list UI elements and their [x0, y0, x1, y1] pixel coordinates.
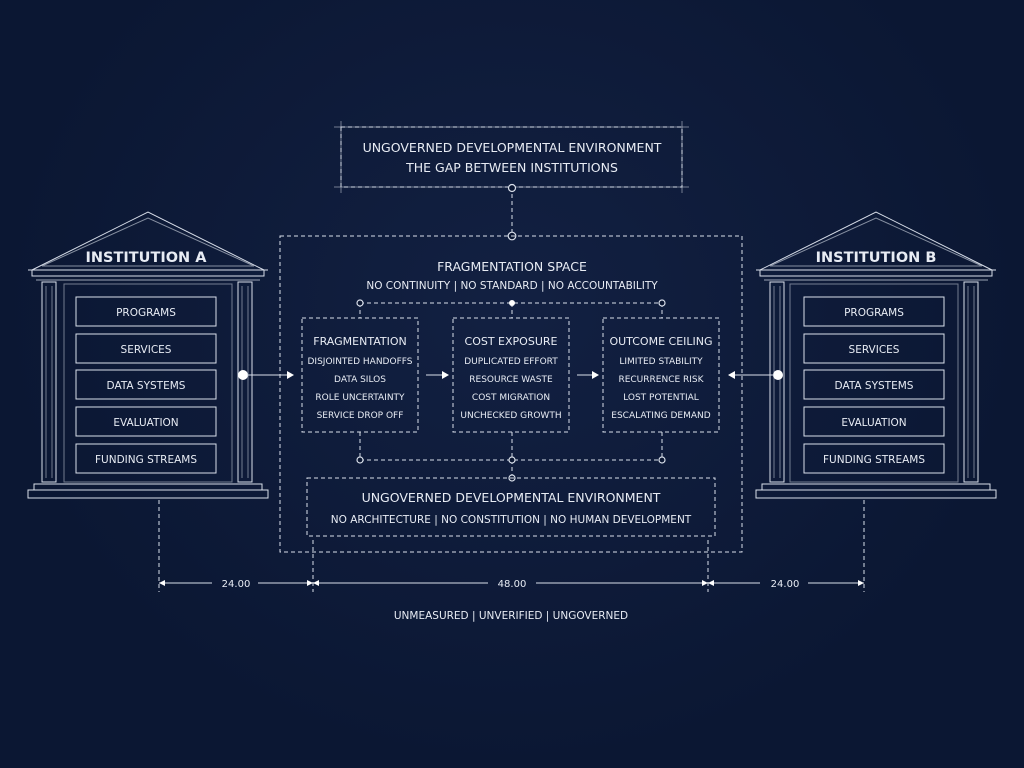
institution-a-item: EVALUATION — [113, 417, 178, 429]
institution-b-item: SERVICES — [849, 344, 900, 356]
column-item: RECURRENCE RISK — [618, 375, 704, 385]
column-item: ROLE UNCERTAINTY — [315, 393, 405, 403]
bottom-box-subtitle: NO ARCHITECTURE | NO CONSTITUTION | NO H… — [331, 514, 692, 526]
column-title: OUTCOME CEILING — [609, 335, 712, 348]
dimension-right: 24.00 — [771, 579, 800, 590]
institution-a-item: SERVICES — [121, 344, 172, 356]
bottom-box-title: UNGOVERNED DEVELOPMENTAL ENVIRONMENT — [362, 490, 661, 505]
node-dot — [508, 456, 516, 464]
top-box-line1: UNGOVERNED DEVELOPMENTAL ENVIRONMENT — [363, 140, 662, 155]
node-dot — [356, 299, 364, 307]
column-item: COST MIGRATION — [472, 393, 550, 403]
column-title: FRAGMENTATION — [313, 335, 406, 348]
institution-a-item: DATA SYSTEMS — [107, 380, 186, 392]
column-title: COST EXPOSURE — [465, 335, 558, 348]
fragmentation-space-title: FRAGMENTATION SPACE — [437, 259, 587, 274]
institution-a-item: PROGRAMS — [116, 307, 176, 319]
node-dot — [509, 300, 515, 306]
column-item: DUPLICATED EFFORT — [464, 357, 558, 367]
column-item: LOST POTENTIAL — [623, 393, 699, 403]
column-item: RESOURCE WASTE — [469, 375, 553, 385]
node-dot — [356, 456, 364, 464]
top-box-line2: THE GAP BETWEEN INSTITUTIONS — [405, 160, 618, 175]
institution-a: INSTITUTION A PROGRAMS SERVICES DATA SYS… — [27, 211, 269, 499]
column-item: DISJOINTED HANDOFFS — [308, 357, 413, 367]
institution-b-title: INSTITUTION B — [816, 250, 937, 266]
footer-caption: UNMEASURED | UNVERIFIED | UNGOVERNED — [394, 610, 628, 622]
column-item: ESCALATING DEMAND — [611, 411, 711, 421]
fragmentation-space: FRAGMENTATION SPACE NO CONTINUITY | NO S… — [279, 235, 743, 553]
institution-b: INSTITUTION B PROGRAMS SERVICES DATA SYS… — [755, 211, 997, 499]
column-item: LIMITED STABILITY — [619, 357, 703, 367]
institution-b-item: PROGRAMS — [844, 307, 904, 319]
outcome-ceiling-box — [602, 317, 720, 433]
institution-b-item: DATA SYSTEMS — [835, 380, 914, 392]
institution-a-title: INSTITUTION A — [86, 250, 208, 266]
dimension-lines: 24.00 48.00 24.00 — [158, 500, 865, 592]
dimension-left: 24.00 — [222, 579, 251, 590]
column-item: DATA SILOS — [334, 375, 386, 385]
connector-a — [238, 370, 294, 380]
node-dot — [658, 299, 666, 307]
top-box: UNGOVERNED DEVELOPMENTAL ENVIRONMENT THE… — [334, 121, 689, 193]
node-dot — [658, 456, 666, 464]
institution-b-item: EVALUATION — [841, 417, 906, 429]
bottom-box — [306, 477, 716, 537]
dimension-center: 48.00 — [498, 579, 527, 590]
institution-b-item: FUNDING STREAMS — [823, 454, 925, 466]
cost-exposure-box — [452, 317, 570, 433]
column-item: SERVICE DROP OFF — [317, 411, 404, 421]
connector-b — [728, 370, 783, 380]
node-dot — [507, 183, 517, 193]
fragmentation-space-subtitle: NO CONTINUITY | NO STANDARD | NO ACCOUNT… — [366, 280, 658, 292]
column-item: UNCHECKED GROWTH — [460, 411, 561, 421]
institution-a-item: FUNDING STREAMS — [95, 454, 197, 466]
